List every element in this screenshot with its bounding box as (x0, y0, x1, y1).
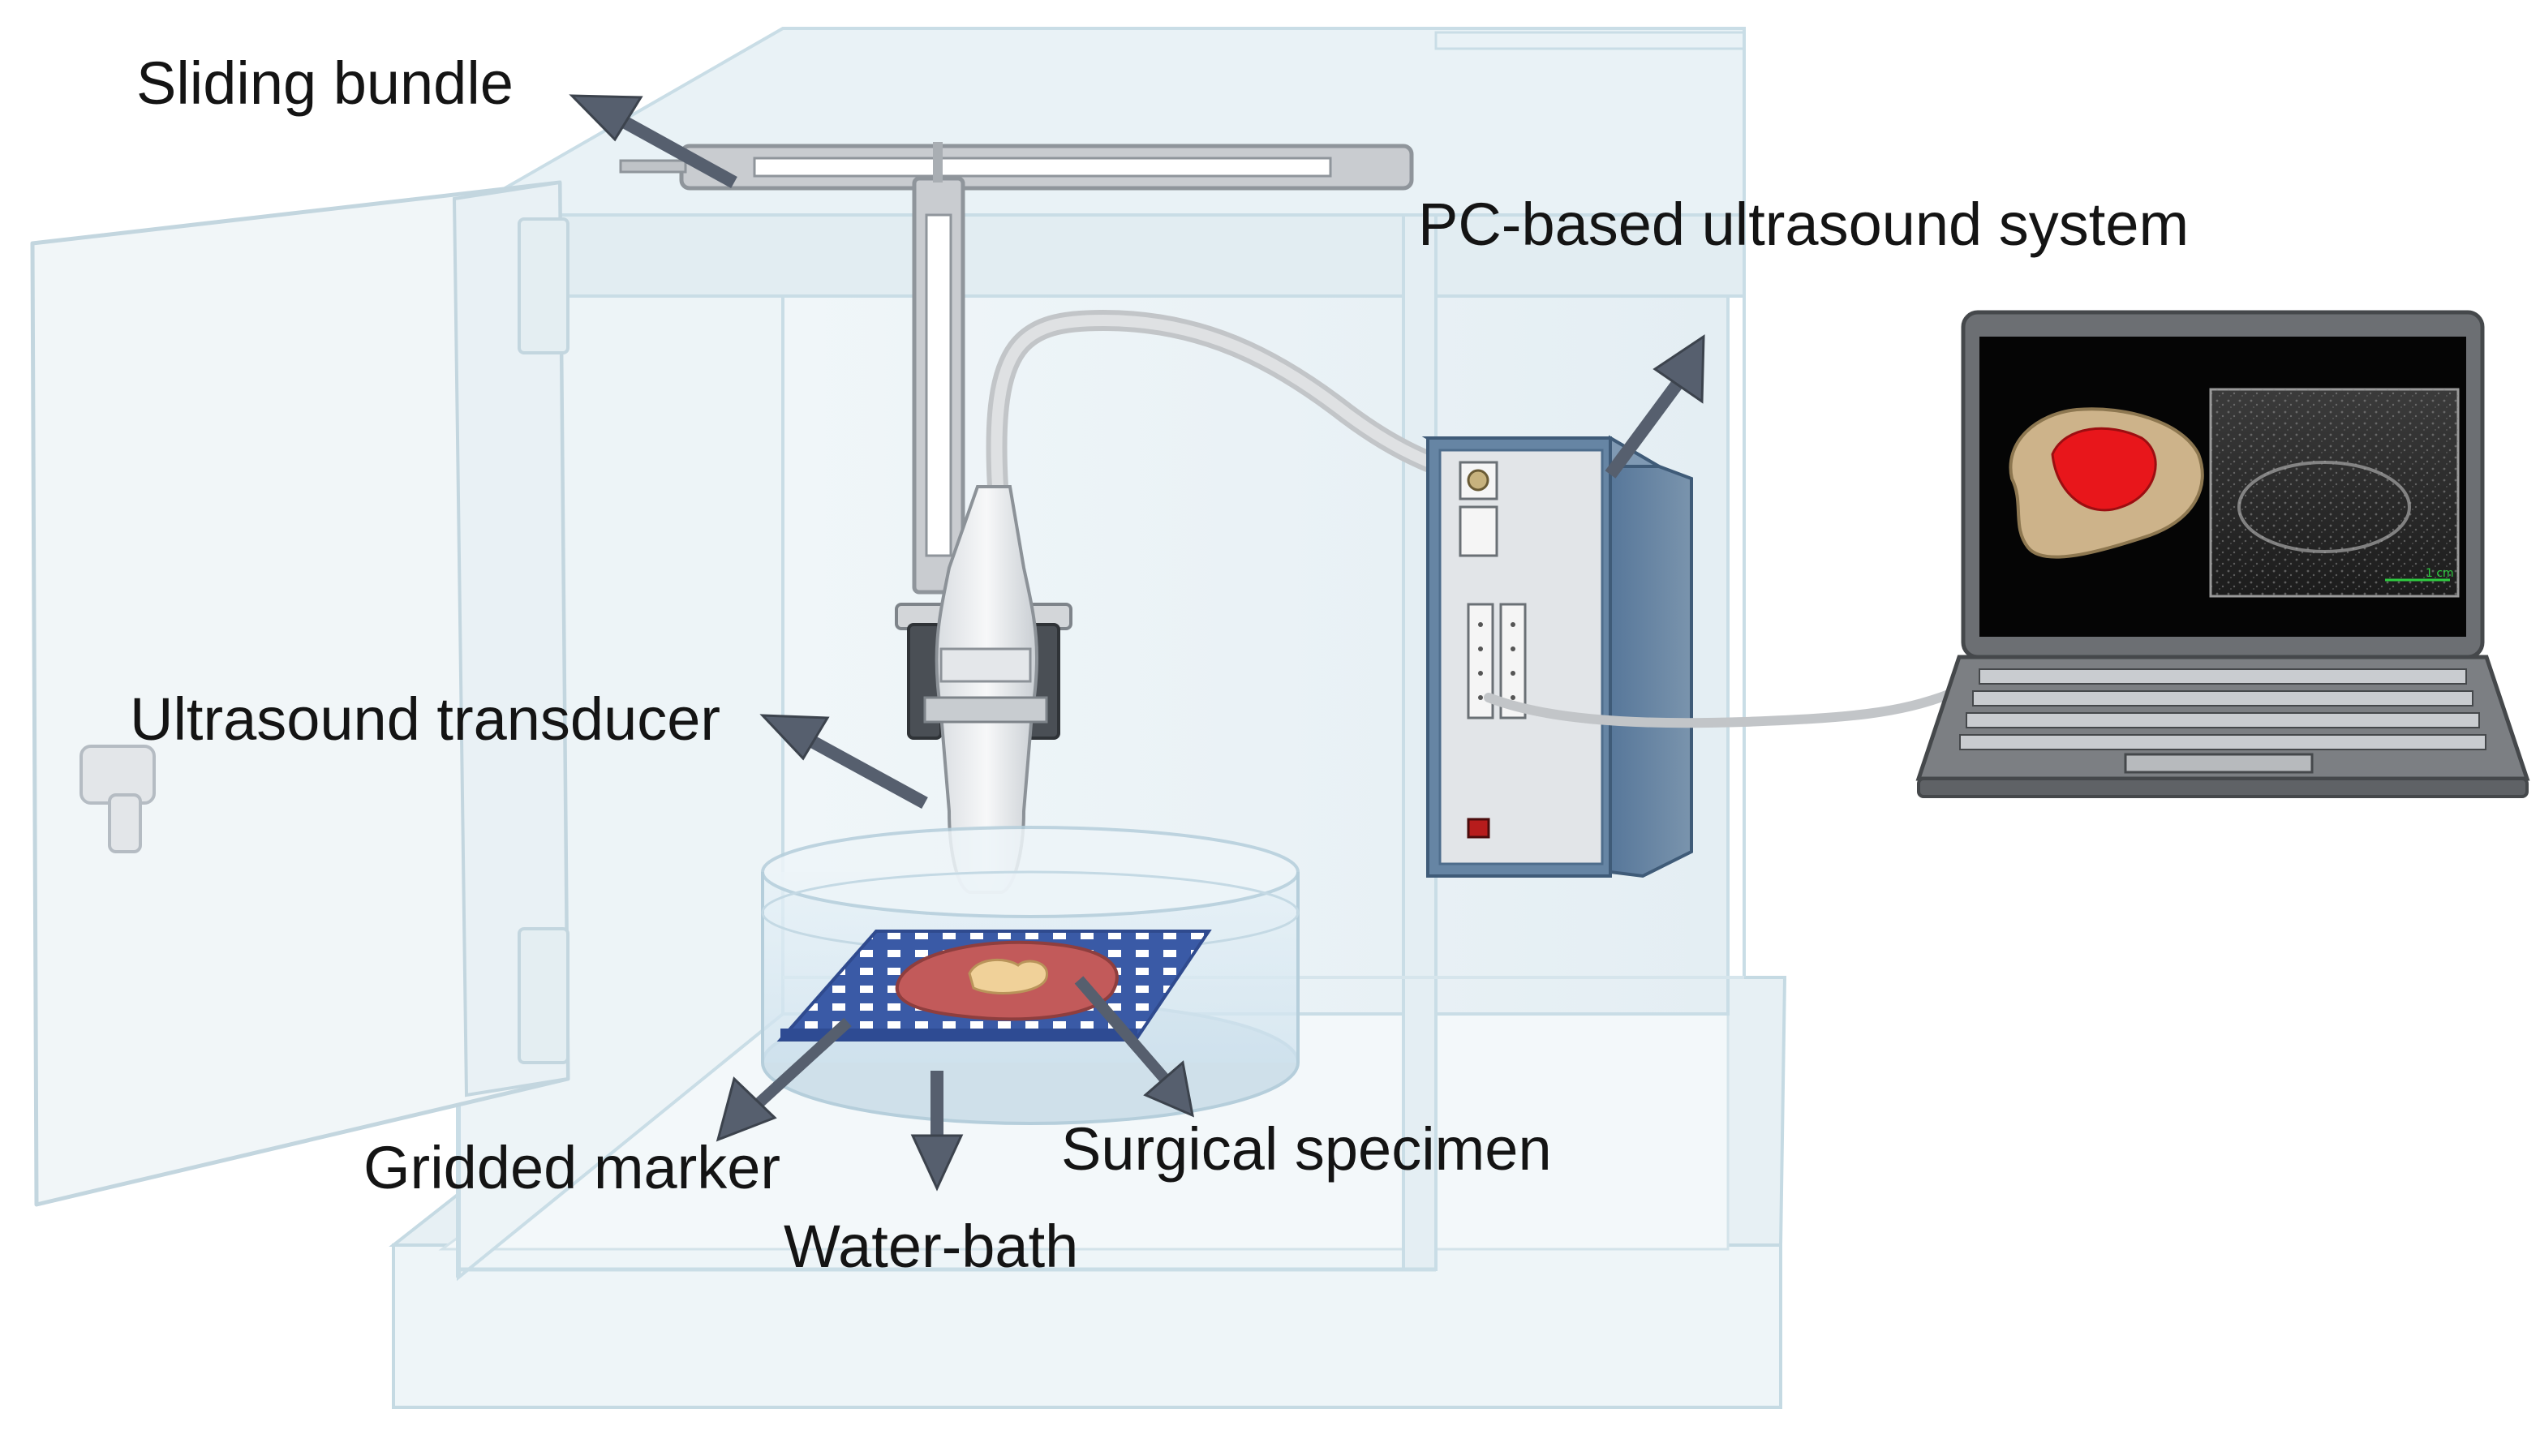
usb-cable (1484, 689, 1956, 728)
keyboard (1959, 668, 2486, 750)
label-ultrasound-transducer: Ultrasound transducer (130, 685, 721, 753)
ultrasound-transducer (895, 309, 1515, 894)
arrows (569, 94, 1705, 1192)
arrow-gridded-marker (716, 1017, 852, 1142)
ultrasound-system-box (1421, 435, 1693, 878)
laptop: 1 cm (1915, 310, 2530, 798)
arrow-water-bath (910, 1071, 964, 1192)
arrow-sliding-bundle (569, 94, 737, 189)
label-gridded-marker: Gridded marker (363, 1134, 781, 1201)
ultrasound-image: 1 cm (2209, 388, 2460, 598)
touchpad (2124, 753, 2314, 774)
arrow-transducer (759, 714, 928, 810)
tumor-3d-render (2009, 407, 2204, 559)
arrow-pc-system (1605, 334, 1705, 479)
label-sliding-bundle: Sliding bundle (136, 49, 514, 117)
sliding-bundle (619, 142, 1414, 595)
surgical-specimen (895, 940, 1119, 1021)
label-surgical-specimen: Surgical specimen (1061, 1115, 1552, 1183)
arrow-surgical-specimen (1074, 976, 1194, 1118)
scale-bar-label: 1 cm (2426, 567, 2454, 580)
door-handle-icon (80, 745, 156, 853)
label-water-bath: Water-bath (784, 1213, 1079, 1280)
label-pc-system: PC-based ultrasound system (1418, 191, 2190, 258)
